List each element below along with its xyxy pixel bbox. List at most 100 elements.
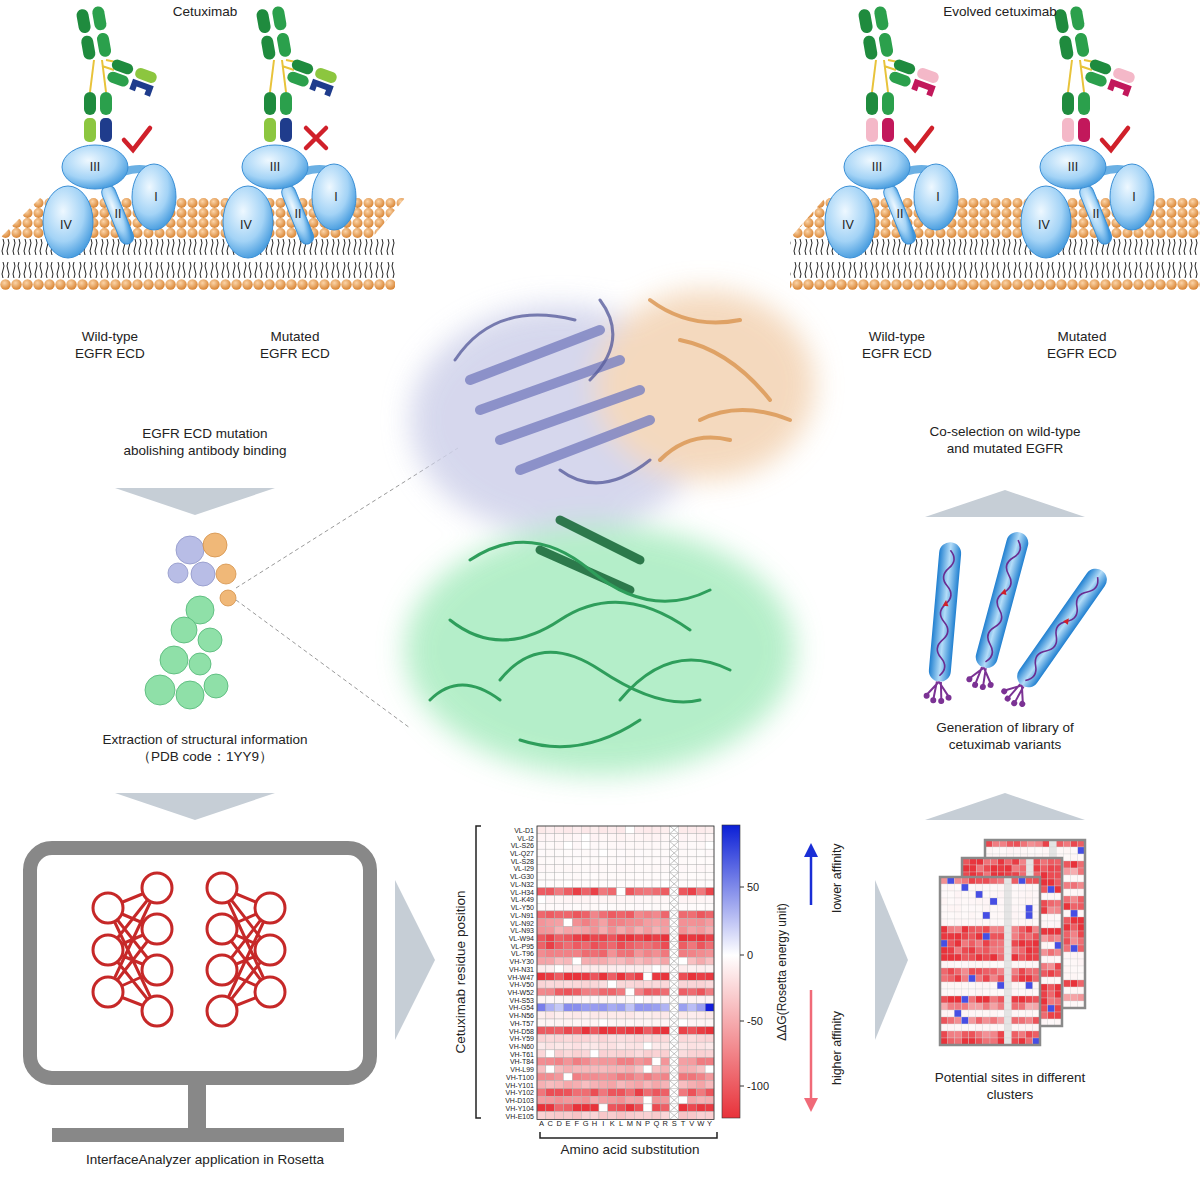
heatmap-cross (670, 841, 679, 849)
mini-heatmap-cell (1028, 847, 1035, 854)
heatmap-cross (670, 1058, 679, 1066)
mini-heatmap-cell (1071, 938, 1078, 945)
flow-arrow (875, 880, 908, 1040)
heatmap-cell (590, 826, 599, 834)
mini-heatmap-cell (1019, 940, 1026, 947)
heatmap-cell (670, 1050, 679, 1058)
heatmap-cross (670, 1004, 679, 1012)
mini-heatmap-cell (990, 1017, 997, 1024)
heatmap-cell (572, 1081, 581, 1089)
mini-heatmap-cell (1011, 926, 1018, 933)
domain-numeral: II (115, 207, 122, 223)
heatmap-cell (696, 942, 705, 950)
affinity-arrow (804, 1098, 818, 1112)
mini-heatmap-cell (1019, 975, 1026, 982)
heatmap-cell (617, 965, 626, 973)
mini-heatmap-cell (1004, 1024, 1011, 1031)
heatmap-cell (555, 849, 564, 857)
heatmap-cell (581, 880, 590, 888)
heatmap-cell (696, 926, 705, 934)
heatmap-cell (590, 1050, 599, 1058)
heatmap-cell (696, 888, 705, 896)
heatmap-cell (590, 1081, 599, 1089)
mini-heatmap-cell (969, 940, 976, 947)
heatmap-cell (670, 1073, 679, 1081)
heatmap-cell (634, 980, 643, 988)
heatmap-cell (555, 950, 564, 958)
heatmap-cell (581, 1088, 590, 1096)
heatmap-cell (555, 1042, 564, 1050)
heatmap-cell (705, 919, 714, 927)
heatmap-cell (564, 880, 573, 888)
mini-heatmap-cell (998, 865, 1005, 872)
heatmap-cell (679, 1019, 688, 1027)
phage (923, 541, 965, 705)
heatmap-cell (617, 1081, 626, 1089)
mini-heatmap-cell (1071, 945, 1078, 952)
mini-heatmap-cell (997, 954, 1004, 961)
column-label: L (619, 1120, 623, 1128)
mini-heatmap-cell (1026, 996, 1033, 1003)
heatmap-cell (617, 1004, 626, 1012)
heatmap-cell (652, 942, 661, 950)
heatmap-cell (626, 1104, 635, 1112)
flow-arrow (115, 488, 275, 515)
mini-heatmap-cell (976, 865, 983, 872)
heatmap-cell (661, 1104, 670, 1112)
mini-heatmap-cell (997, 989, 1004, 996)
domain-numeral: II (295, 207, 302, 223)
heatmap-cell (599, 1050, 608, 1058)
heatmap-cell (608, 880, 617, 888)
heatmap-cell (626, 1050, 635, 1058)
mini-heatmap-cell (969, 926, 976, 933)
mini-heatmap-cell (969, 947, 976, 954)
mini-heatmap-cell (990, 1024, 997, 1031)
heatmap-cell (679, 834, 688, 842)
heatmap-cell (546, 880, 555, 888)
heatmap-cell (617, 988, 626, 996)
mini-heatmap-cell (954, 940, 961, 947)
mini-heatmap-cell (1011, 912, 1018, 919)
heatmap-cell (643, 1088, 652, 1096)
heatmap-cell (617, 888, 626, 896)
heatmap-cross (670, 1104, 679, 1112)
mini-heatmap-cell (961, 947, 968, 954)
panel-title: Cetuximab (173, 4, 238, 21)
mini-heatmap-cell (1004, 898, 1011, 905)
heatmap-cell (608, 1081, 617, 1089)
heatmap-cell (617, 942, 626, 950)
heatmap-cell (696, 1034, 705, 1042)
heatmap-cell (608, 1104, 617, 1112)
heatmap-cell (634, 834, 643, 842)
row-label: VL-Y50 (511, 904, 534, 911)
mini-heatmap-cell (954, 1003, 961, 1010)
mini-heatmap-cell (954, 968, 961, 975)
mini-heatmap-cell (1041, 1012, 1048, 1019)
heatmap-cell (581, 857, 590, 865)
mini-heatmap-cell (1026, 898, 1033, 905)
heatmap-cell (555, 934, 564, 942)
heatmap-cell (705, 1042, 714, 1050)
row-label: VH-S53 (509, 996, 534, 1003)
heatmap-cell (555, 834, 564, 842)
heatmap-cell (590, 988, 599, 996)
row-label: VL-H34 (510, 888, 534, 895)
heatmap-cell (670, 865, 679, 873)
mini-heatmap-cell (1026, 919, 1033, 926)
heatmap-cell (687, 980, 696, 988)
heatmap-cell (705, 950, 714, 958)
heatmap-cell (696, 1096, 705, 1104)
heatmap-cell (634, 1019, 643, 1027)
heatmap-cell (696, 980, 705, 988)
heatmap-cell (652, 980, 661, 988)
mini-heatmap-cell (1026, 1003, 1033, 1010)
heatmap-cell (590, 942, 599, 950)
flow-arrow (925, 793, 1085, 820)
mini-heatmap-cell (1019, 968, 1026, 975)
heatmap-cell (634, 1073, 643, 1081)
mini-heatmap-cell (947, 926, 954, 933)
heatmap-cell (572, 1058, 581, 1066)
heatmap-cell (661, 1042, 670, 1050)
mini-heatmap-ground (940, 877, 1040, 1045)
